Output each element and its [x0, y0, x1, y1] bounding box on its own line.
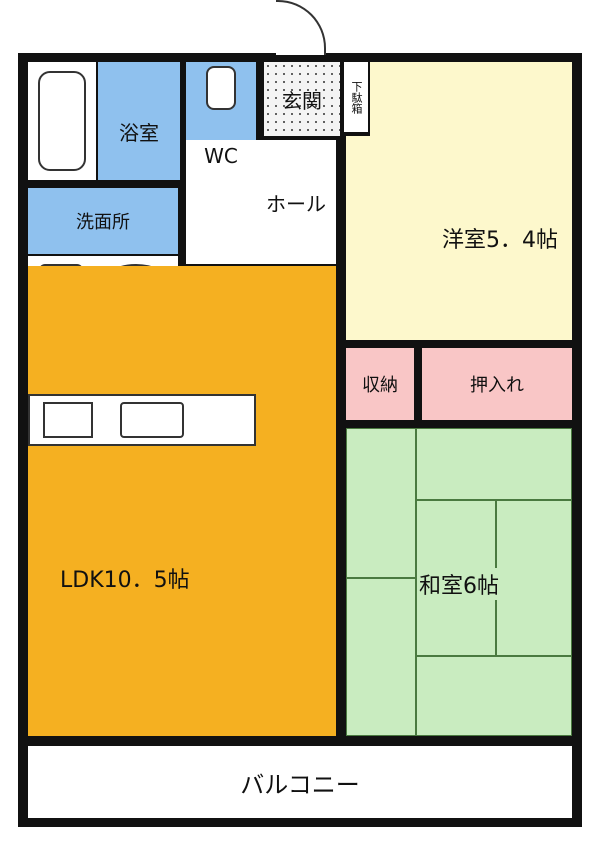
room-entrance: 玄関	[264, 62, 340, 136]
room-ldk-label: LDK10．5帖	[60, 568, 190, 593]
entrance-door-icon	[276, 0, 326, 55]
room-storage: 収納	[346, 348, 414, 420]
room-bath: 浴室	[98, 62, 180, 180]
room-japanese-label: 和室6帖	[419, 568, 499, 600]
stove-icon	[43, 402, 94, 438]
bathtub-icon	[38, 71, 86, 171]
bathtub	[28, 62, 96, 180]
kitchen-counter	[28, 394, 256, 446]
room-western-extension	[346, 136, 370, 340]
room-wc: WC	[204, 144, 238, 168]
room-closet: 押入れ	[422, 348, 572, 420]
balcony: バルコニー	[28, 746, 572, 818]
room-ldk: LDK10．5帖	[28, 266, 336, 736]
toilet-icon	[206, 66, 236, 110]
kitchen-sink-icon	[119, 402, 184, 438]
room-japanese: 和室6帖	[346, 428, 572, 736]
room-hall: ホール	[186, 140, 336, 264]
room-washroom: 洗面所	[28, 188, 178, 254]
shoe-box: 下駄箱	[344, 62, 368, 132]
room-western: 洋室5．4帖	[370, 62, 572, 340]
room-western-label: 洋室5．4帖	[442, 228, 558, 253]
